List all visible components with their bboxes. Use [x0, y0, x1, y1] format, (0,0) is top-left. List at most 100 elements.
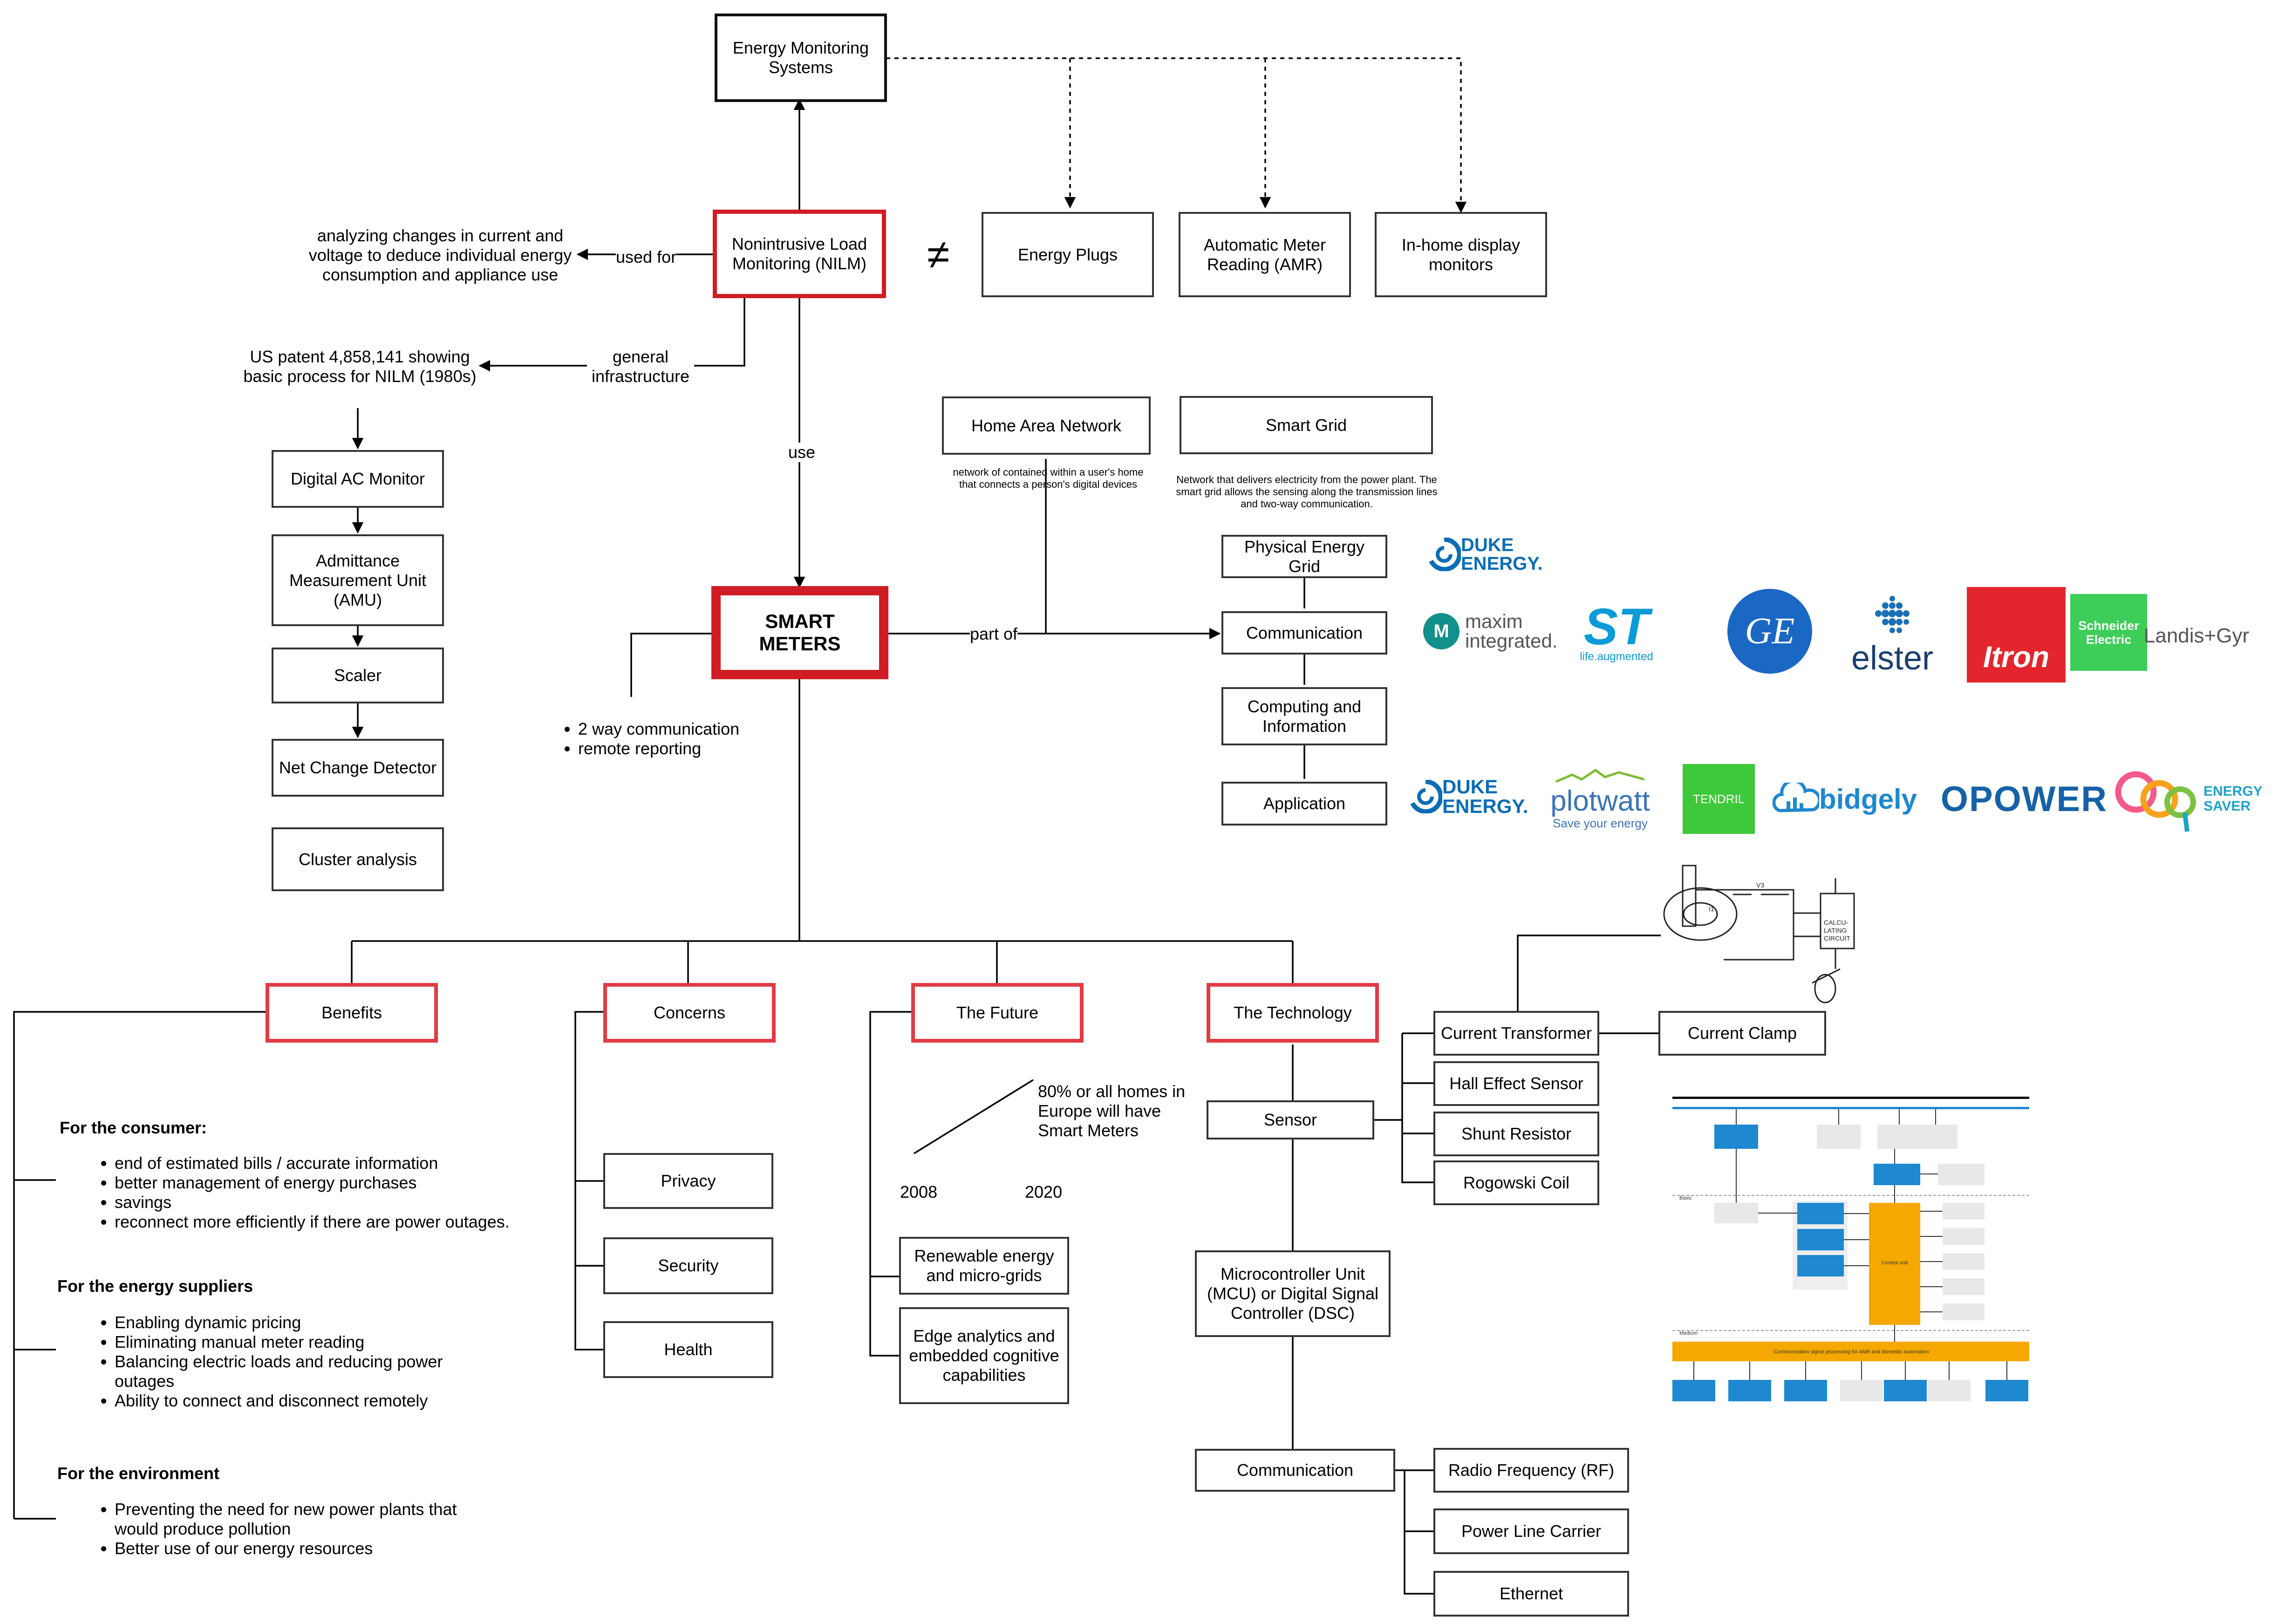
bidgely-cloud-icon	[1772, 783, 1819, 812]
power-line-carrier-box[interactable]: Power Line Carrier	[1433, 1508, 1629, 1554]
physical-energy-grid-box[interactable]: Physical Energy Grid	[1221, 535, 1387, 578]
duke-swirl-icon	[1410, 780, 1442, 813]
net-change-detector-box[interactable]: Net Change Detector	[272, 739, 444, 797]
suppliers-benefits-list: Enabling dynamic pricing Eliminating man…	[89, 1313, 487, 1411]
home-area-network-box[interactable]: Home Area Network	[942, 396, 1151, 455]
year-2020-label: 2020	[1025, 1182, 1063, 1201]
list-item: end of estimated bills / accurate inform…	[115, 1153, 510, 1173]
mcu-box[interactable]: Microcontroller Unit (MCU) or Digital Si…	[1195, 1250, 1391, 1337]
itron-logo: Itron	[1967, 587, 2066, 682]
energy-saver-logo: ENERGY SAVER	[2110, 757, 2269, 841]
security-box[interactable]: Security	[603, 1237, 773, 1294]
svg-text:Basic: Basic	[1679, 1195, 1692, 1201]
list-item: Balancing electric loads and reducing po…	[115, 1352, 487, 1391]
analyzing-label: analyzing changes in current and voltage…	[308, 226, 572, 284]
grid-communication-box[interactable]: Communication	[1221, 611, 1387, 655]
not-equal-sign: ≠	[927, 231, 950, 277]
energy-saver-loops-icon	[2115, 771, 2196, 832]
rogowski-coil-box[interactable]: Rogowski Coil	[1433, 1160, 1599, 1205]
current-transformer-box[interactable]: Current Transformer	[1433, 1011, 1599, 1056]
opower-logo: OPOWER	[1940, 779, 2108, 819]
nilm-box[interactable]: Nonintrusive Load Monitoring (NILM)	[713, 210, 886, 298]
svg-text:LATING: LATING	[1824, 927, 1847, 934]
amu-box[interactable]: Admittance Measurement Unit (AMU)	[272, 534, 444, 626]
suppliers-heading: For the energy suppliers	[57, 1276, 253, 1296]
svg-text:I1: I1	[1709, 905, 1714, 913]
application-box[interactable]: Application	[1221, 782, 1387, 826]
use-label: use	[788, 443, 816, 462]
ethernet-box[interactable]: Ethernet	[1433, 1571, 1629, 1617]
svg-text:V3: V3	[1756, 881, 1764, 889]
tech-communication-box[interactable]: Communication	[1195, 1449, 1395, 1492]
bidgely-logo: bidgely	[1768, 773, 1922, 825]
maxim-icon: M	[1423, 613, 1460, 649]
svg-text:CIRCUIT: CIRCUIT	[1824, 935, 1850, 942]
used-for-label: used for	[616, 247, 677, 267]
svg-text:Control unit: Control unit	[1882, 1260, 1908, 1266]
landis-gyr-logo: Landis+Gyr	[2143, 624, 2250, 647]
us-patent-label: US patent 4,858,141 showing basic proces…	[243, 347, 477, 386]
smart-meters-box[interactable]: SMART METERS	[711, 586, 888, 679]
radio-frequency-box[interactable]: Radio Frequency (RF)	[1433, 1448, 1629, 1493]
sensor-box[interactable]: Sensor	[1207, 1100, 1374, 1140]
list-item: Better use of our energy resources	[115, 1539, 478, 1558]
general-infrastructure-label: general infrastructure	[587, 347, 694, 386]
tendril-logo: TENDRIL	[1683, 764, 1755, 834]
svg-text:Medium: Medium	[1679, 1331, 1698, 1336]
scaler-box[interactable]: Scaler	[272, 648, 444, 703]
energy-plugs-box[interactable]: Energy Plugs	[982, 212, 1154, 297]
smart-grid-box[interactable]: Smart Grid	[1180, 396, 1433, 454]
year-2008-label: 2008	[900, 1182, 938, 1201]
amr-box[interactable]: Automatic Meter Reading (AMR)	[1179, 212, 1351, 297]
benefits-box[interactable]: Benefits	[266, 983, 438, 1043]
hall-effect-sensor-box[interactable]: Hall Effect Sensor	[1433, 1061, 1599, 1106]
privacy-box[interactable]: Privacy	[603, 1153, 773, 1209]
plotwatt-logo: plotwatt Save your energy	[1542, 764, 1658, 834]
duke-energy-logo: DUKE ENERGY.	[1419, 531, 1549, 578]
list-item: better management of energy purchases	[115, 1173, 510, 1193]
st-logo: ST life.augmented	[1580, 598, 1653, 663]
concerns-box[interactable]: Concerns	[603, 983, 776, 1043]
the-future-box[interactable]: The Future	[911, 983, 1084, 1043]
current-clamp-box[interactable]: Current Clamp	[1658, 1011, 1826, 1056]
environment-benefits-list: Preventing the need for new power plants…	[89, 1500, 478, 1558]
duke-swirl-icon	[1429, 538, 1461, 571]
elster-logo: elster	[1822, 589, 1962, 680]
current-transformer-sketch	[1663, 865, 1855, 1003]
han-description: network of contained within a user's hom…	[953, 466, 1144, 490]
inhome-display-box[interactable]: In-home display monitors	[1375, 212, 1547, 297]
consumer-heading: For the consumer:	[60, 1118, 207, 1137]
the-technology-box[interactable]: The Technology	[1207, 983, 1379, 1043]
list-item: Eliminating manual meter reading	[115, 1332, 487, 1352]
plotwatt-wave-icon	[1555, 768, 1645, 783]
renewable-box[interactable]: Renewable energy and micro-grids	[899, 1237, 1069, 1295]
computing-information-box[interactable]: Computing and Information	[1221, 687, 1387, 745]
part-of-label: part of	[970, 624, 1018, 644]
health-box[interactable]: Health	[603, 1321, 773, 1378]
edge-analytics-box[interactable]: Edge analytics and embedded cognitive ca…	[899, 1307, 1069, 1404]
list-item: Enabling dynamic pricing	[115, 1313, 487, 1332]
current-transformer-sketch-labels: CALCU- LATING CIRCUIT V3 I1	[1709, 881, 1850, 942]
feature-item: 2 way communication	[578, 719, 739, 739]
smart-meter-features-list: 2 way communication remote reporting	[552, 719, 739, 758]
list-item: savings	[115, 1193, 510, 1212]
environment-heading: For the environment	[57, 1464, 220, 1483]
svg-text:Communication signal processin: Communication signal processing for AMR …	[1773, 1349, 1929, 1355]
energy-monitoring-systems-box[interactable]: Energy Monitoring Systems	[715, 14, 887, 102]
meter-block-diagram: Control unit Communication signal proces…	[1672, 1097, 2029, 1401]
digital-ac-monitor-box[interactable]: Digital AC Monitor	[272, 450, 444, 508]
smart-grid-description: Network that delivers electricity from t…	[1176, 474, 1438, 510]
list-item: reconnect more efficiently if there are …	[115, 1212, 510, 1232]
maxim-integrated-logo: M maxim integrated.	[1419, 606, 1572, 657]
cluster-analysis-box[interactable]: Cluster analysis	[272, 827, 444, 891]
shunt-resistor-box[interactable]: Shunt Resistor	[1433, 1112, 1599, 1156]
schneider-electric-logo: Schneider Electric	[2070, 594, 2147, 671]
consumer-benefits-list: end of estimated bills / accurate inform…	[89, 1153, 510, 1232]
ge-logo: GE	[1727, 589, 1812, 674]
duke-energy-logo-2: DUKE ENERGY.	[1402, 771, 1537, 822]
elster-dots-icon	[1875, 595, 1910, 633]
future-stat-label: 80% or all homes in Europe will have Sma…	[1038, 1082, 1186, 1140]
list-item: Preventing the need for new power plants…	[115, 1500, 478, 1539]
